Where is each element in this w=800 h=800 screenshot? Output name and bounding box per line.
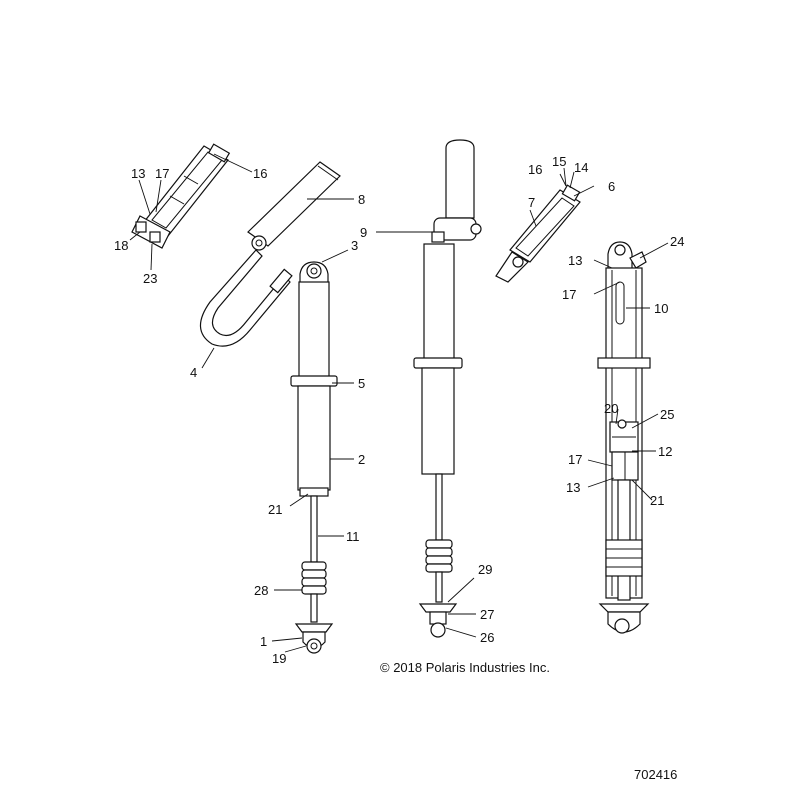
callout-18: 18 bbox=[114, 238, 128, 253]
leader-lines bbox=[129, 153, 669, 653]
callout-17: 17 bbox=[155, 166, 169, 181]
callout-11: 11 bbox=[346, 529, 360, 544]
callout-6: 6 bbox=[608, 179, 615, 194]
callout-4: 4 bbox=[190, 365, 197, 380]
reservoir-exploded-left bbox=[131, 143, 231, 249]
callout-16b: 16 bbox=[528, 162, 542, 177]
callout-17b: 17 bbox=[562, 287, 576, 302]
callout-9: 9 bbox=[360, 225, 367, 240]
diagram-reference-number: 702416 bbox=[634, 767, 677, 782]
callout-labels: 16 13 17 18 23 8 3 4 5 2 21 11 28 1 19 9… bbox=[114, 154, 684, 666]
callout-13c: 13 bbox=[566, 480, 580, 495]
callout-20: 20 bbox=[604, 401, 618, 416]
callout-17c: 17 bbox=[568, 452, 582, 467]
callout-13b: 13 bbox=[568, 253, 582, 268]
reservoir-exploded-right bbox=[495, 184, 581, 283]
callout-19: 19 bbox=[272, 651, 286, 666]
callout-8: 8 bbox=[358, 192, 365, 207]
callout-21b: 21 bbox=[650, 493, 664, 508]
callout-26: 26 bbox=[480, 630, 494, 645]
callout-7: 7 bbox=[528, 195, 535, 210]
callout-3: 3 bbox=[351, 238, 358, 253]
callout-16: 16 bbox=[253, 166, 267, 181]
callout-5: 5 bbox=[358, 376, 365, 391]
callout-28: 28 bbox=[254, 583, 268, 598]
shock-assembled-center bbox=[413, 139, 482, 638]
callout-10: 10 bbox=[654, 301, 668, 316]
shock-cross-section-right bbox=[597, 241, 651, 634]
callout-23: 23 bbox=[143, 271, 157, 286]
callout-21: 21 bbox=[268, 502, 282, 517]
callout-27: 27 bbox=[480, 607, 494, 622]
shock-assembled-left bbox=[199, 161, 341, 654]
callout-25: 25 bbox=[660, 407, 674, 422]
callout-24: 24 bbox=[670, 234, 684, 249]
callout-13: 13 bbox=[131, 166, 145, 181]
copyright-notice: © 2018 Polaris Industries Inc. bbox=[380, 660, 550, 675]
callout-12: 12 bbox=[658, 444, 672, 459]
callout-1: 1 bbox=[260, 634, 267, 649]
callout-15: 15 bbox=[552, 154, 566, 169]
callout-14: 14 bbox=[574, 160, 588, 175]
callout-2: 2 bbox=[358, 452, 365, 467]
callout-29: 29 bbox=[478, 562, 492, 577]
